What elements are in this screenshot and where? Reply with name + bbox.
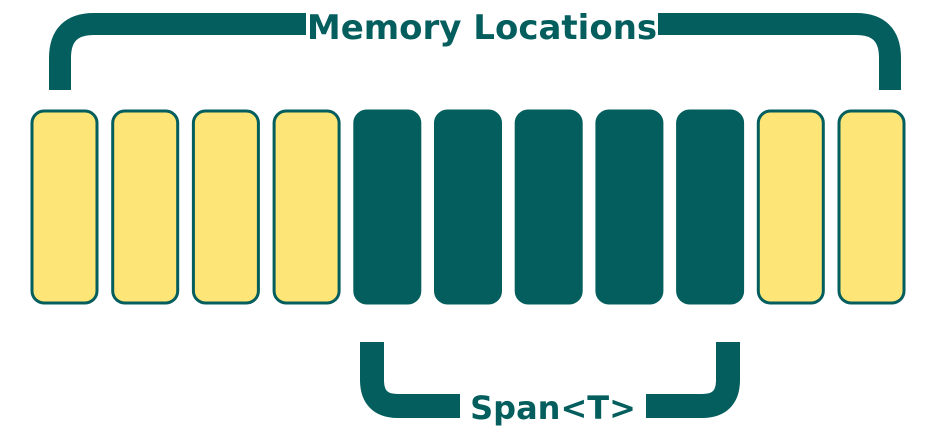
span-memory-cell [676, 109, 745, 305]
memory-cell [837, 109, 906, 305]
memory-cell [272, 109, 341, 305]
top-bracket-left-arm [49, 13, 306, 90]
memory-cell [111, 109, 180, 305]
span-memory-cell [434, 109, 502, 305]
span-bracket: Span<T> [360, 342, 740, 427]
memory-cell [191, 109, 260, 305]
memory-locations-bracket: Memory Locations [49, 8, 901, 90]
memory-cell [756, 109, 825, 305]
span-memory-cell [353, 109, 422, 305]
memory-locations-label: Memory Locations [307, 8, 657, 48]
memory-cell [30, 109, 99, 305]
bottom-bracket-left-arm [360, 342, 460, 418]
span-memory-cell [514, 109, 583, 305]
span-memory-cell [595, 109, 664, 305]
top-bracket-right-arm [658, 13, 901, 90]
memory-cells [30, 109, 906, 305]
bottom-bracket-right-arm [646, 342, 740, 418]
span-label: Span<T> [470, 389, 636, 427]
